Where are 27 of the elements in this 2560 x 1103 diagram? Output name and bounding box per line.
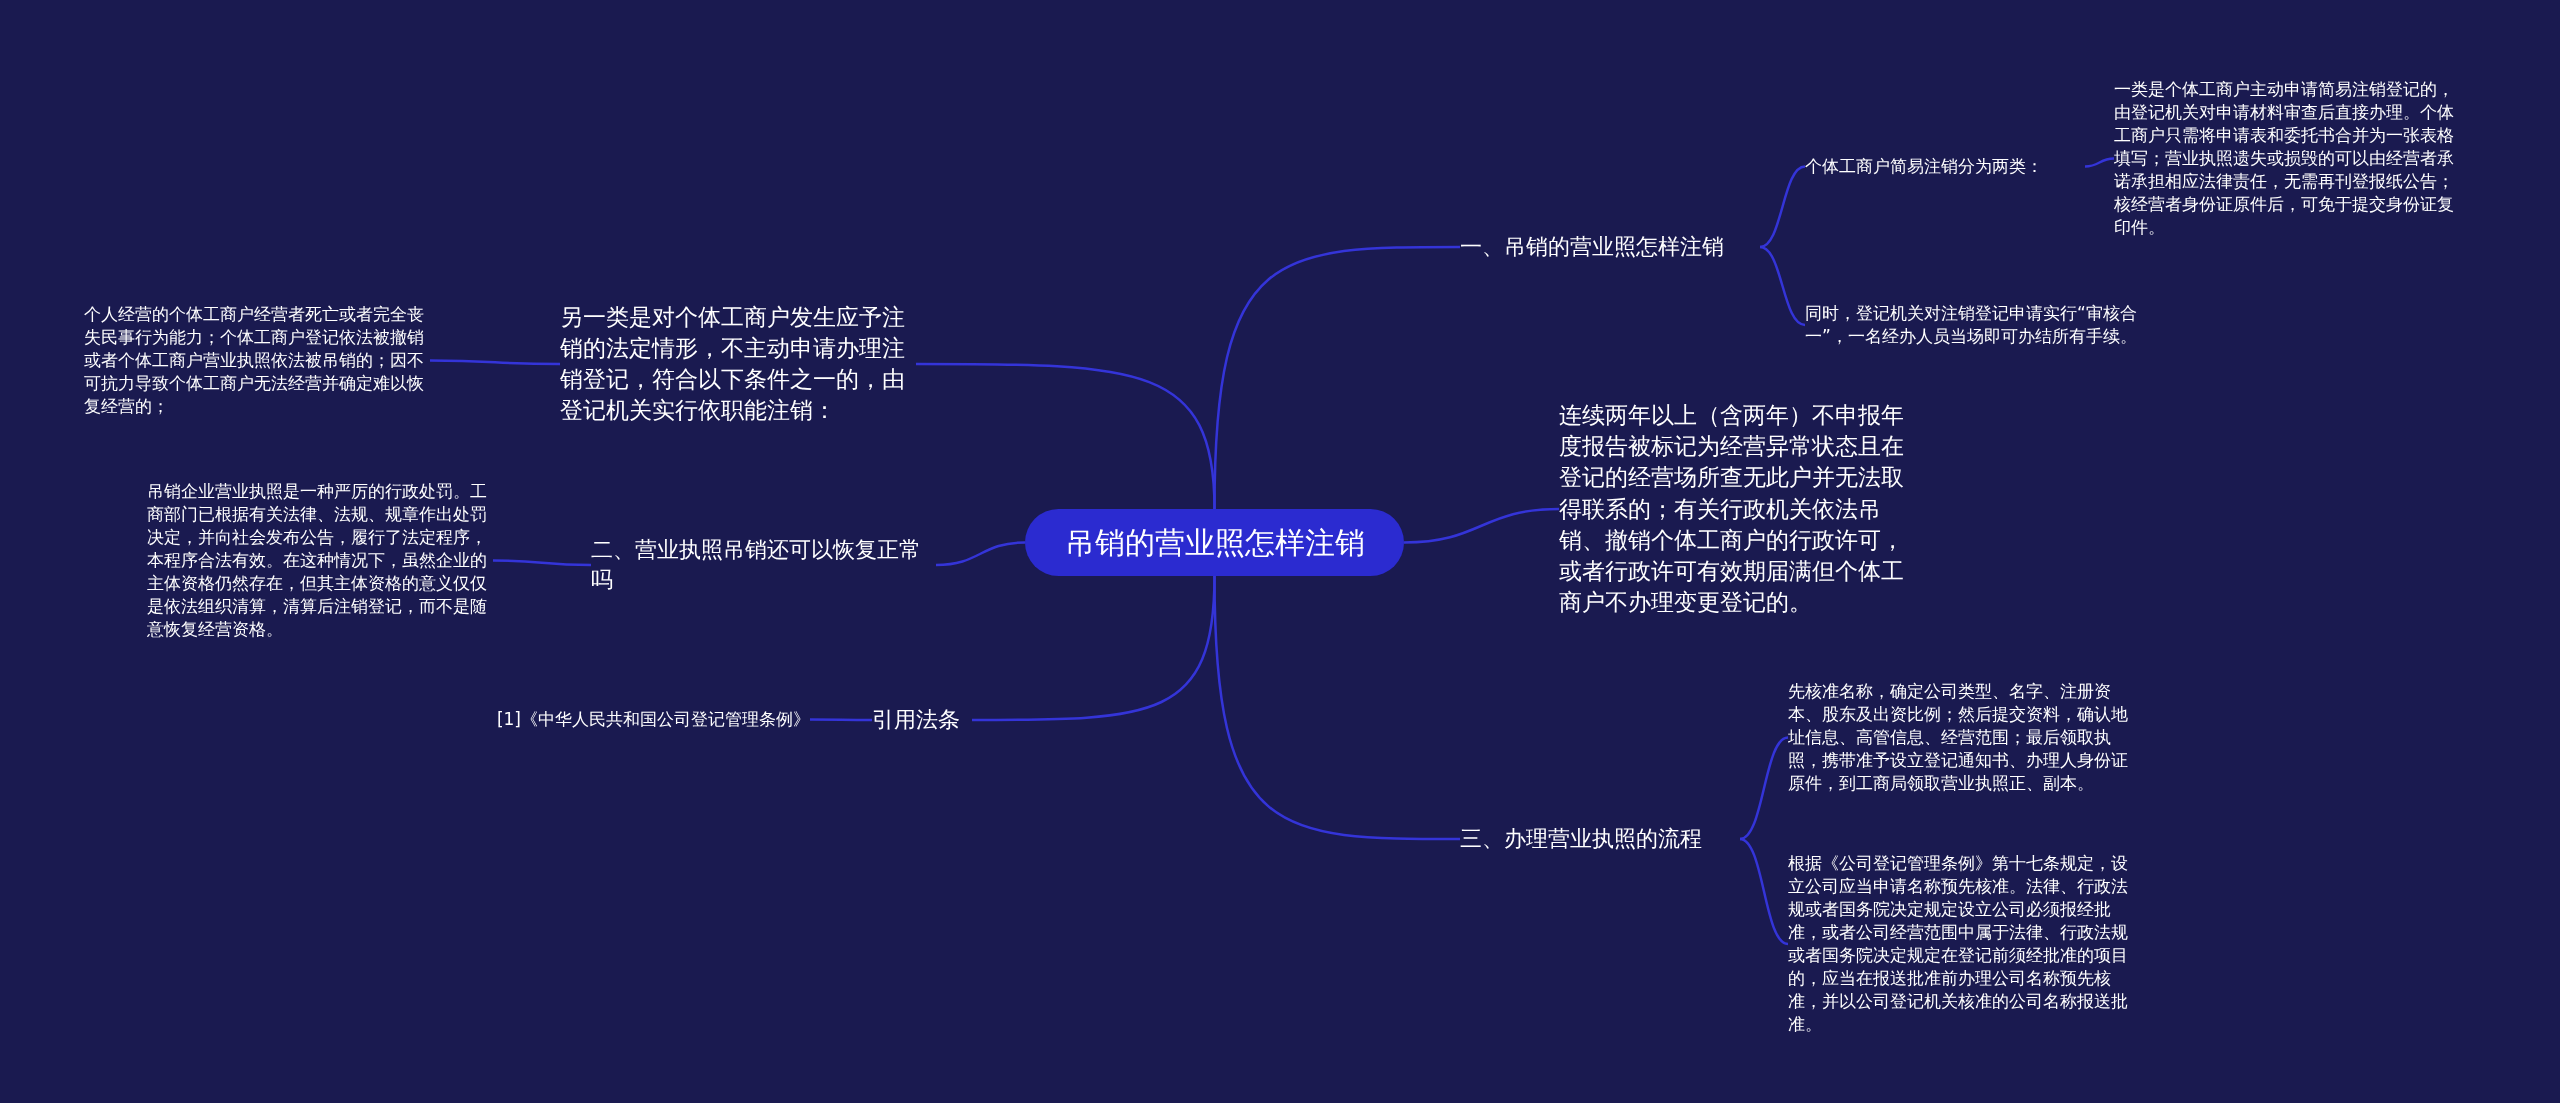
subtopic-text: 先核准名称，确定公司类型、名字、注册资本、股东及出资比例；然后提交资料，确认地址信息、高管信息、经营范围；最后领取执照，携带准予设立登记通知书、办理人身份证原件，到工商局领取营业执照正、副本。: [1788, 680, 2134, 795]
connector-line: [1403, 507, 1560, 544]
connector-line: [810, 718, 872, 722]
connector-line: [1739, 837, 1789, 946]
subtopic-text: 吊销企业营业执照是一种严厉的行政处罚。工商部门已根据有关法律、法规、规章作出处罚决定，并向社会发布公告，履行了法定程序，本程序合法有效。在这种情况下，虽然企业的主体资格仍然存在，但其主体资格的意义仅仅是依法组织清算，清算后注销登记，而不是随意恢复经营资格。: [147, 480, 493, 641]
connector-line: [935, 541, 1026, 567]
connector-line: [916, 362, 1216, 510]
connector-line: [1739, 736, 1789, 841]
topic-label: 一、吊销的营业照怎样注销: [1460, 232, 1760, 262]
subtopic-text: 连续两年以上（含两年）不申报年度报告被标记为经营异常状态且在登记的经营场所查无此户并无法取得联系的；有关行政机关依法吊销、撤销个体工商户的行政许可，或者行政许可有效期届满但个体工商户不办理变更登记的。: [1559, 400, 1911, 619]
subtopic-text: 个体工商户简易注销分为两类：: [1805, 155, 2085, 178]
subtopic-text: 另一类是对个体工商户发生应予注销的法定情形，不主动申请办理注销登记，符合以下条件之一的，由登记机关实行依职能注销：: [560, 302, 916, 426]
subtopic-text: 根据《公司登记管理条例》第十七条规定，设立公司应当申请名称预先核准。法律、行政法规或者国务院决定规定设立公司必须报经批准，或者公司经营范围中属于法律、行政法规或者国务院决定规定在登记前须经批准的项目的，应当在报送批准前办理公司名称预先核准，并以公司登记机关核准的公司名称报送批准。: [1788, 852, 2134, 1036]
topic-label: 二、营业执照吊销还可以恢复正常吗: [591, 535, 936, 595]
connector-line: [972, 575, 1216, 722]
subtopic-text: 同时，登记机关对注销登记申请实行“审核合一”，一名经办人员当场即可办结所有手续。: [1805, 302, 2151, 348]
subtopic-text: 一类是个体工商户主动申请简易注销登记的，由登记机关对申请材料审查后直接办理。个体工商户只需将申请表和委托书合并为一张表格填写；营业执照遗失或损毁的可以由经营者承诺承担相应法律责任，无需再刊登报纸公告；核经营者身份证原件后，可免于提交身份证复印件。: [2114, 78, 2460, 239]
connector-line: [1759, 245, 1806, 327]
connector-line: [1759, 165, 1806, 249]
connector-line: [430, 359, 560, 366]
topic-label: 引用法条: [872, 705, 972, 735]
subtopic-text: 个人经营的个体工商户经营者死亡或者完全丧失民事行为能力；个体工商户登记依法被撤销或者个体工商户营业执照依法被吊销的；因不可抗力导致个体工商户无法经营并确定难以恢复经营的；: [84, 303, 430, 418]
connector-line: [493, 559, 591, 567]
connector-line: [2084, 157, 2115, 168]
central-topic: 吊销的营业照怎样注销: [1025, 509, 1404, 576]
topic-label: 三、办理营业执照的流程: [1460, 824, 1740, 854]
subtopic-text: [1]《中华人民共和国公司登记管理条例》: [470, 708, 810, 731]
